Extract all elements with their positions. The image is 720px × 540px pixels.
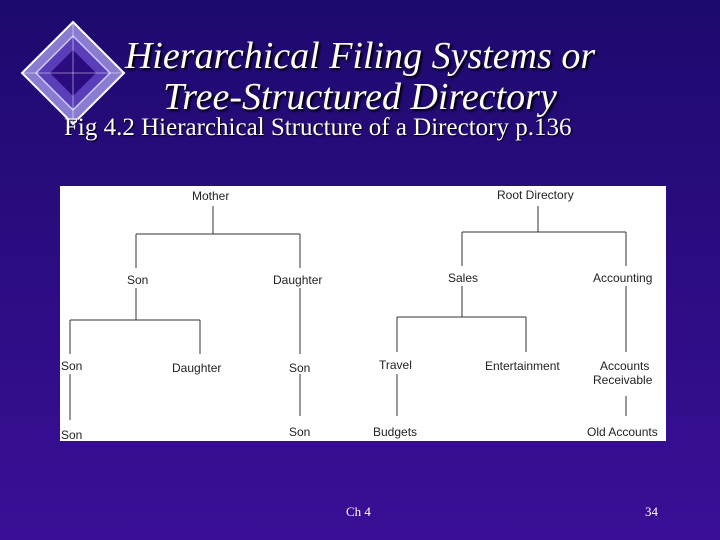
node-son-son-son: Son [61,428,83,442]
tree-connector-lines [69,206,627,420]
node-daughter-son: Son [289,361,311,375]
node-son-daughter: Daughter [172,361,222,375]
diamond-logo-icon [20,20,126,126]
node-old-accounts: Old Accounts [587,425,658,439]
footer-chapter: Ch 4 [346,504,371,519]
node-accounts-receivable-line2: Receivable [593,373,653,387]
node-root-directory: Root Directory [497,188,574,202]
node-entertainment: Entertainment [485,359,560,373]
node-daughter: Daughter [273,273,323,287]
slide-title-line2: Tree-Structured Directory [163,76,557,118]
node-mother: Mother [192,189,230,203]
node-travel: Travel [379,358,412,372]
node-daughter-son-son: Son [289,425,311,439]
footer-page-number: 34 [645,504,658,519]
node-son: Son [127,273,149,287]
node-budgets: Budgets [373,425,418,439]
figure-caption: Fig 4.2 Hierarchical Structure of a Dire… [64,114,572,141]
node-accounting: Accounting [593,271,653,285]
node-son-son: Son [61,359,83,373]
hierarchy-figure: Mother Son Daughter Son Daughter Son Son… [60,186,666,442]
node-sales: Sales [448,271,479,285]
slide-title-line1: Hierarchical Filing Systems or [124,35,596,77]
node-accounts-receivable-line1: Accounts [600,359,650,373]
